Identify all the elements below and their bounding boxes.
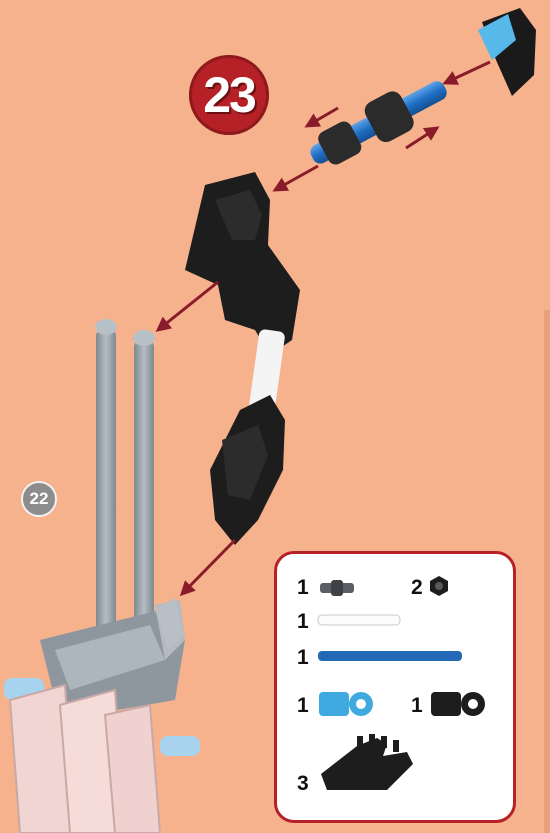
qty-white-rod-medium: 1 [297,610,309,633]
grey-socket-piece [155,598,184,650]
white-rod-medium-icon [317,614,401,626]
qty-light-blue-hinge-clip: 1 [297,694,309,717]
qty-black-bushing: 2 [411,576,423,599]
qty-black-gear-bracket: 3 [297,772,309,795]
axle-assembly [310,8,536,165]
black-gear-bracket-assembly [185,172,300,545]
parts-list-box: 1 2 1 1 1 1 3 [274,551,516,823]
grey-vertical-rod-left [95,319,117,660]
black-hinge-clip-icon [431,692,485,716]
page-edge-strip [544,310,550,833]
black-bushing-icon [430,576,448,596]
blue-rod-long-icon [318,651,462,661]
qty-short-grey-connector: 1 [297,576,309,599]
qty-black-hinge-clip: 1 [411,694,423,717]
previous-step-number: 22 [29,489,49,508]
grey-vertical-rod-right [133,330,155,661]
assembly-arrows [155,60,491,597]
step-number-badge: 23 [189,55,269,135]
previous-step-badge: 22 [21,481,57,517]
black-gear-bracket-icon [321,734,413,790]
step-number: 23 [203,67,257,123]
light-blue-hinge-clip-icon [319,692,373,716]
short-grey-connector-icon [320,580,354,596]
qty-blue-rod-long: 1 [297,646,309,669]
